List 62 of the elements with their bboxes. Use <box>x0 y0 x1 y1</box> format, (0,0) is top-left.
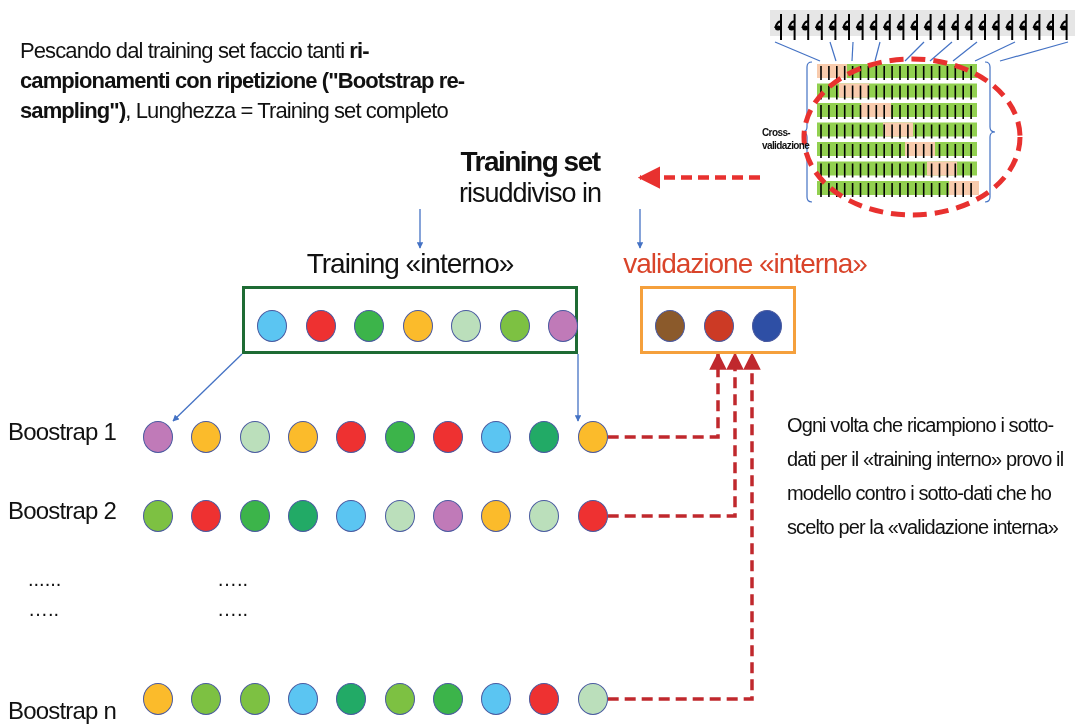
data-point-circle <box>239 683 270 715</box>
arrow <box>172 353 243 422</box>
data-point-circle <box>191 500 222 532</box>
heading: Training set <box>459 146 602 178</box>
arrow <box>636 208 644 249</box>
data-point-circle <box>191 421 222 453</box>
data-point-circle <box>481 500 512 532</box>
data-point-circle <box>384 421 415 453</box>
data-point-circle <box>432 500 463 532</box>
data-point-circle <box>577 500 608 532</box>
data-point-circle <box>239 500 270 532</box>
data-point-circle <box>354 310 384 342</box>
group-heading: Training «interno» <box>305 248 515 280</box>
note-text: Ogni volta che ricampiono i sotto-dati per il «training interno» provo il modello contro i sotto-dati che ho scelto per la «validazione interna» <box>787 413 1065 540</box>
data-point-circle <box>752 310 782 342</box>
data-point-circle <box>577 683 608 715</box>
data-point-circle <box>499 310 530 342</box>
data-point-circle <box>257 310 287 342</box>
arrow <box>574 353 582 422</box>
data-point-circle <box>529 421 560 453</box>
data-point-circle <box>548 310 578 342</box>
data-point-circle <box>143 421 173 453</box>
row-label: Boostrap 2 <box>8 497 117 524</box>
data-point-circle <box>305 310 336 342</box>
arrow <box>416 208 424 249</box>
ellipsis-text: ...... <box>28 568 62 591</box>
inset-label: Cross-validazione <box>762 126 811 152</box>
data-point-circle <box>451 310 481 342</box>
data-point-circle <box>239 421 270 453</box>
arrow <box>607 352 727 439</box>
data-point-circle <box>481 421 512 453</box>
data-point-circle <box>577 421 608 453</box>
arrow <box>607 352 744 518</box>
data-point-circle <box>336 683 367 715</box>
data-point-circle <box>143 500 173 532</box>
data-point-circle <box>336 421 367 453</box>
ellipsis-text: ….. <box>28 598 60 621</box>
arrow <box>637 166 760 189</box>
data-point-circle <box>191 683 222 715</box>
data-point-circle <box>287 683 318 715</box>
data-point-circle <box>336 500 367 532</box>
ellipsis-text: ….. <box>217 598 249 621</box>
data-point-circle <box>384 683 415 715</box>
data-point-circle <box>481 683 512 715</box>
data-point-circle <box>432 421 463 453</box>
arrow <box>607 352 761 701</box>
group-heading: validazione «interna» <box>622 248 868 280</box>
data-point-circle <box>384 500 415 532</box>
data-point-circle <box>529 500 560 532</box>
row-label: Boostrap n <box>8 697 117 724</box>
data-point-circle <box>287 500 318 532</box>
data-point-circle <box>703 310 734 342</box>
ellipsis-text: ….. <box>217 568 249 591</box>
data-point-circle <box>143 683 173 715</box>
description-text: Pescando dal training set faccio tanti ri-campionamenti con ripetizione ("Bootstrap re-sampling"), Lunghezza = Training set completo <box>20 37 466 125</box>
data-point-circle <box>432 683 463 715</box>
data-point-circle <box>402 310 433 342</box>
data-point-circle <box>655 310 685 342</box>
row-label: Boostrap 1 <box>8 418 117 445</box>
data-point-circle <box>529 683 560 715</box>
data-point-circle <box>287 421 318 453</box>
subheading: risuddiviso in <box>457 178 603 209</box>
